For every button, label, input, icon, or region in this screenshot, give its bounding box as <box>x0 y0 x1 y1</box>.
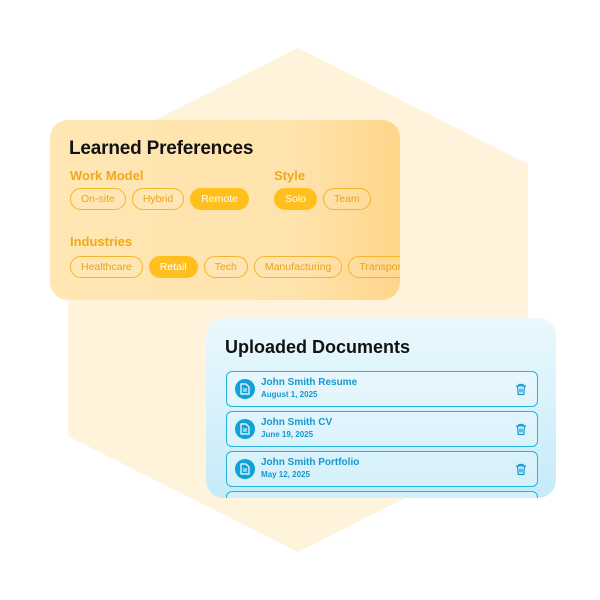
document-date: May 12, 2025 <box>261 470 310 479</box>
document-row[interactable]: John Smith Resume August 1, 2025 <box>226 371 538 407</box>
chip-remote[interactable]: Remote <box>190 188 249 210</box>
document-icon <box>235 419 255 439</box>
chip-healthcare[interactable]: Healthcare <box>70 256 143 278</box>
industries-chips: Healthcare Retail Tech Manufacturing Tra… <box>70 256 400 278</box>
document-row[interactable]: John Smith Portfolio May 12, 2025 <box>226 451 538 487</box>
learned-preferences-card: Learned Preferences Work Model On-site H… <box>50 120 400 300</box>
chip-on-site[interactable]: On-site <box>70 188 126 210</box>
trash-icon[interactable] <box>515 463 527 476</box>
document-row[interactable]: John Smith CV June 19, 2025 <box>226 411 538 447</box>
documents-title: Uploaded Documents <box>225 337 411 357</box>
document-name: John Smith Portfolio <box>261 457 360 468</box>
chip-manufacturing[interactable]: Manufacturing <box>253 256 343 278</box>
chip-solo[interactable]: Solo <box>274 188 318 210</box>
preferences-title: Learned Preferences <box>69 138 254 159</box>
document-icon <box>235 379 255 399</box>
document-name: John Smith CV <box>261 417 333 428</box>
chip-retail[interactable]: Retail <box>148 256 198 278</box>
document-name: John Smith Resume <box>261 377 358 388</box>
work-model-label: Work Model <box>70 168 144 183</box>
chip-hybrid[interactable]: Hybrid <box>131 188 185 210</box>
document-row-partial[interactable] <box>226 491 538 498</box>
industries-label: Industries <box>70 234 133 249</box>
document-date: August 1, 2025 <box>261 390 318 399</box>
chip-tech[interactable]: Tech <box>203 256 248 278</box>
style-chips: Solo Team <box>274 188 371 210</box>
chip-team[interactable]: Team <box>323 188 371 210</box>
document-list: John Smith Resume August 1, 2025 John Sm… <box>226 371 538 498</box>
document-date: June 19, 2025 <box>261 430 314 439</box>
style-label: Style <box>274 168 306 183</box>
chip-transportation[interactable]: Transporta <box>348 256 400 278</box>
document-icon <box>235 459 255 479</box>
uploaded-documents-card: Uploaded Documents John Smith Resume Aug… <box>206 318 556 498</box>
work-model-chips: On-site Hybrid Remote <box>70 188 249 210</box>
trash-icon[interactable] <box>515 423 527 436</box>
trash-icon[interactable] <box>515 383 527 396</box>
